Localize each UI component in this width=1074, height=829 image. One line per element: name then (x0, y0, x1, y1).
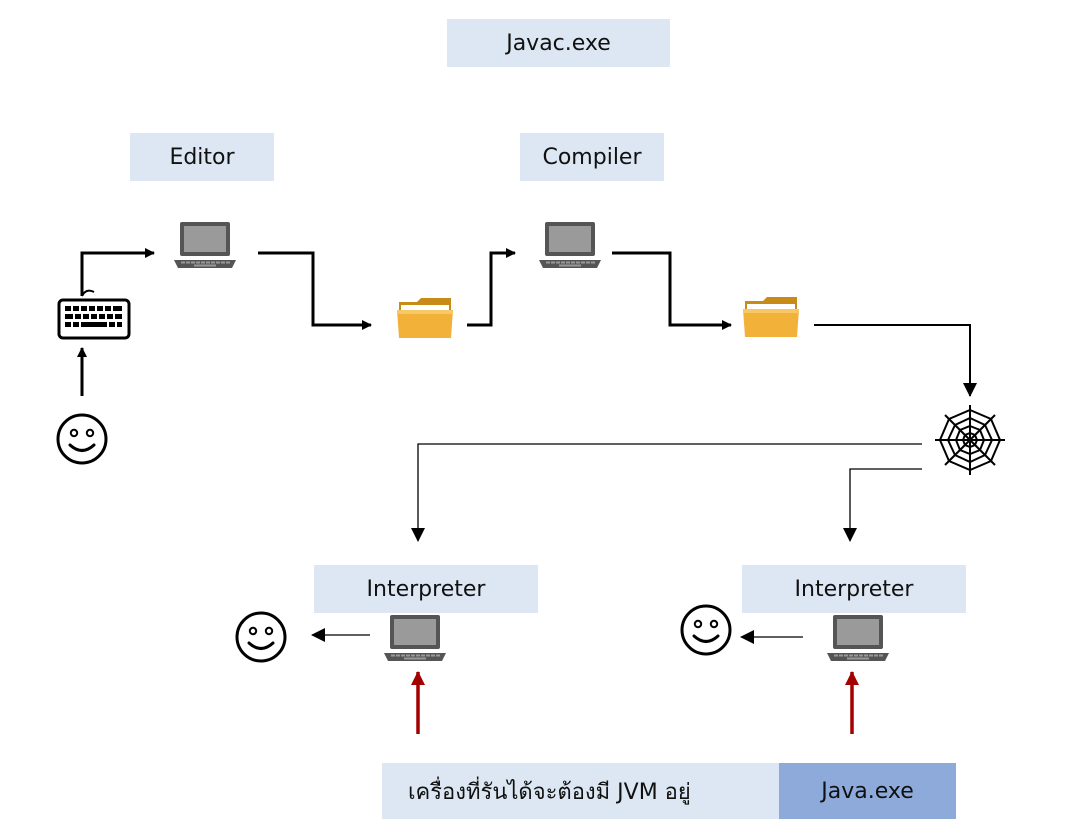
spider-web-icon (935, 405, 1005, 475)
laptop-icon (384, 615, 446, 661)
javac-label: Javac.exe (447, 19, 670, 67)
folder-icon (743, 297, 799, 337)
interpreter-label-right: Interpreter (742, 565, 966, 613)
java-exe-label: Java.exe (779, 763, 956, 819)
smiley-face-icon (56, 413, 108, 465)
smiley-face-icon (235, 611, 287, 663)
jvm-note: เครื่องที่รันได้จะต้องมี JVM อยู่ (382, 763, 779, 819)
arrow-web-to-right-interpreter (843, 468, 922, 542)
laptop-icon (827, 615, 889, 661)
compiler-label: Compiler (520, 133, 664, 181)
arrow-web-to-left-interpreter (411, 443, 922, 542)
editor-label: Editor (130, 133, 274, 181)
interpreter-label-left: Interpreter (314, 565, 538, 613)
smiley-face-icon (680, 604, 732, 656)
arrow-bytecode-to-web (814, 324, 977, 397)
laptop-icon (539, 222, 601, 268)
laptop-icon (174, 222, 236, 268)
keyboard-icon (57, 289, 131, 340)
arrow-source-to-compiler (467, 248, 516, 327)
arrow-editor-to-source (258, 251, 372, 330)
arrow-keyboard-to-editor (80, 248, 155, 296)
folder-icon (397, 298, 453, 338)
arrow-compiler-to-bytecode (612, 251, 732, 330)
